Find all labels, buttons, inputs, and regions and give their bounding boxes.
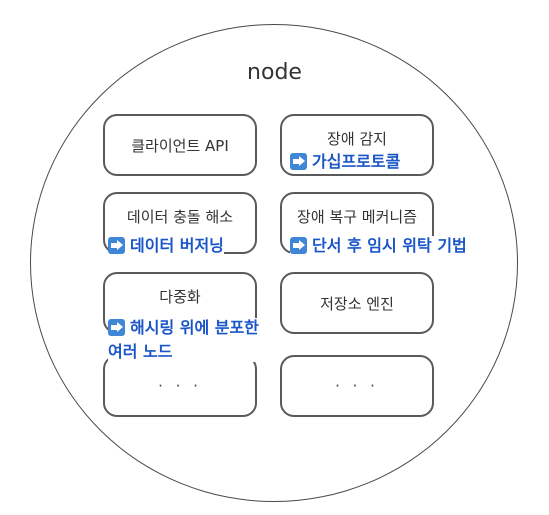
annotation-sloppy-quorum: 단서 후 임시 위탁 기법 — [290, 236, 467, 256]
annotation-text-line: 해시링 위에 분포한 — [130, 318, 259, 337]
component-label: 저장소 엔진 — [320, 294, 394, 313]
annotation-text: 가십프로토콜 — [312, 152, 401, 171]
component-label: 클라이언트 API — [131, 136, 229, 155]
right-arrow-icon — [290, 237, 307, 254]
annotation-text: 데이터 버저닝 — [130, 236, 224, 255]
annotation-gossip-protocol: 가십프로토콜 — [290, 152, 401, 172]
component-storage-engine: 저장소 엔진 — [280, 272, 434, 334]
component-client-api: 클라이언트 API — [103, 114, 257, 176]
annotation-text: 단서 후 임시 위탁 기법 — [312, 236, 467, 255]
component-label: 장애 복구 메커니즘 — [297, 208, 417, 226]
annotation-text-block: 해시링 위에 분포한 여러 노드 — [108, 318, 259, 362]
component-label: 다중화 — [159, 288, 201, 306]
right-arrow-icon — [108, 319, 125, 336]
node-boundary-circle — [30, 24, 518, 502]
component-label: 데이터 충돌 해소 — [126, 208, 234, 226]
component-label: 장애 감지 — [327, 130, 387, 148]
ellipsis-label: · · · — [158, 377, 202, 395]
ellipsis-label: · · · — [335, 377, 379, 395]
annotation-hash-ring-nodes: 해시링 위에 분포한 여러 노드 — [108, 318, 259, 362]
component-ellipsis-left: · · · — [103, 355, 257, 417]
annotation-text-line: 여러 노드 — [108, 342, 173, 361]
node-title: node — [247, 60, 302, 85]
right-arrow-icon — [290, 153, 307, 170]
right-arrow-icon — [108, 237, 125, 254]
annotation-data-versioning: 데이터 버저닝 — [108, 236, 224, 256]
component-ellipsis-right: · · · — [280, 355, 434, 417]
